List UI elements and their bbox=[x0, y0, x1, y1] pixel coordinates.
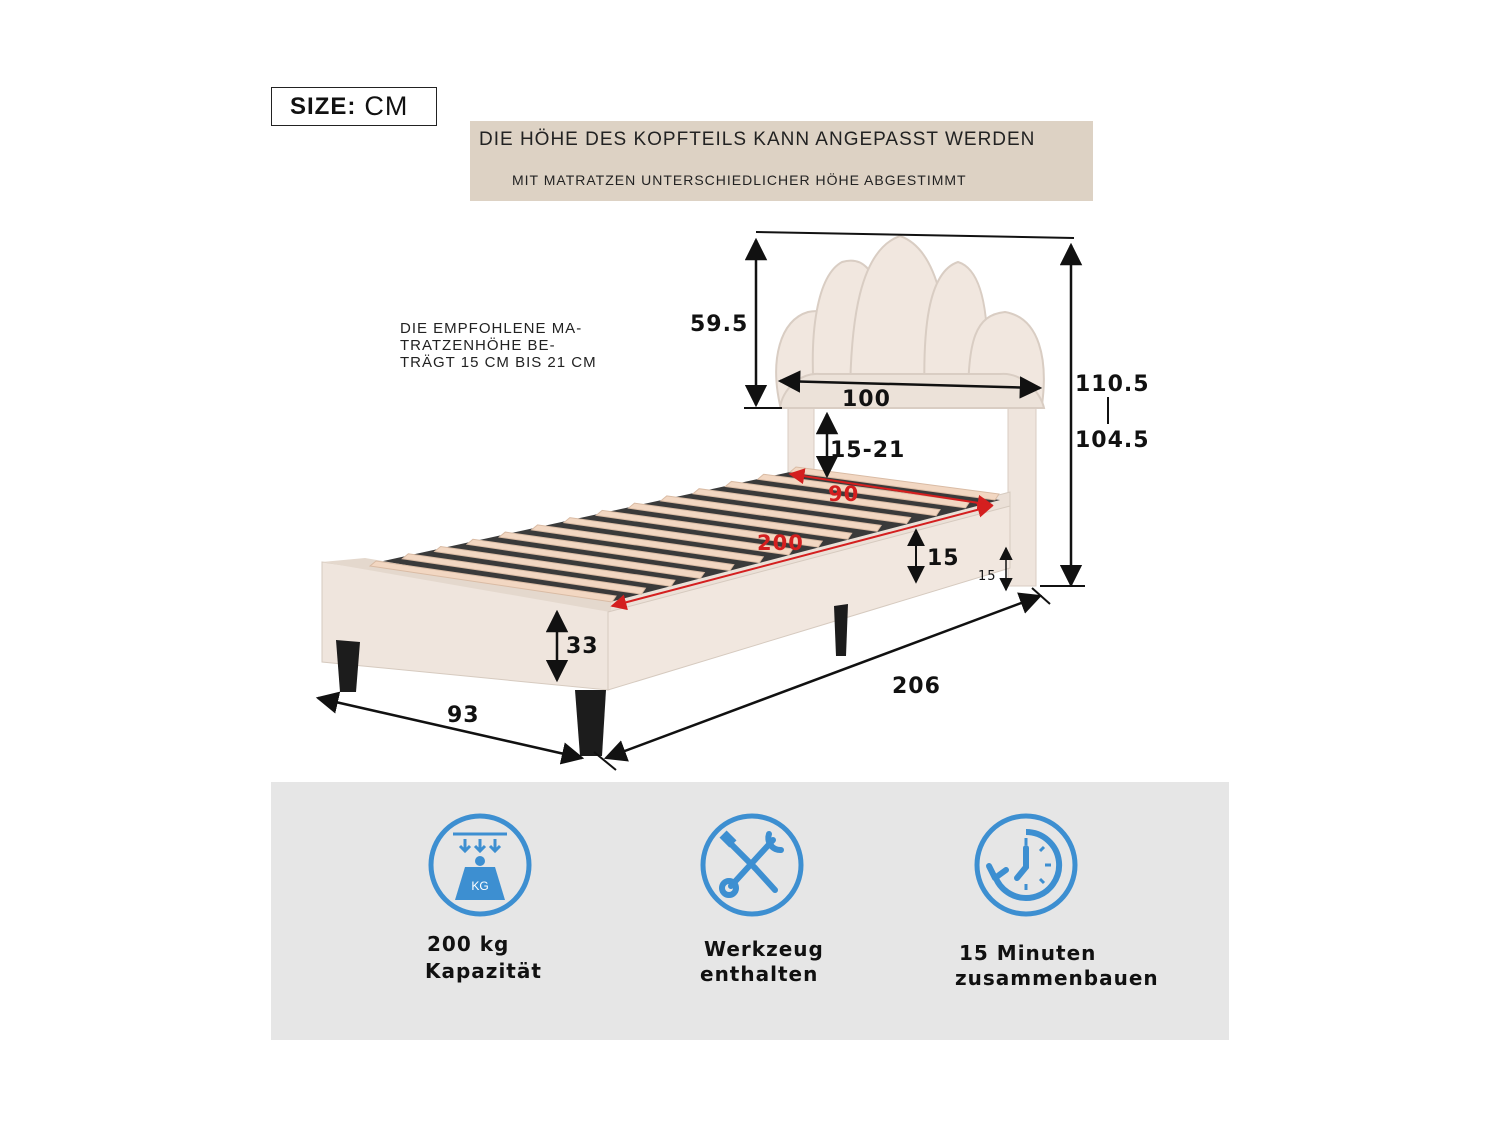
red-dimension-lines bbox=[610, 468, 994, 611]
feature-capacity: KG 200 kg Kapazität bbox=[421, 782, 661, 1040]
dim-frame-height: 33 bbox=[566, 634, 599, 659]
features-strip: KG 200 kg Kapazität Werkzeug enthalten bbox=[271, 782, 1229, 1040]
weight-kg-icon: KG bbox=[428, 813, 532, 917]
banner-subtitle: MIT MATRATZEN UNTERSCHIEDLICHER HÖHE ABG… bbox=[512, 172, 967, 188]
clock-assembly-icon bbox=[974, 813, 1078, 917]
dim-slat-length: 200 bbox=[757, 531, 804, 555]
size-label: SIZE: bbox=[290, 92, 357, 120]
dim-total-length: 206 bbox=[892, 674, 941, 699]
feature-assembly-line1: 15 Minuten bbox=[959, 941, 1097, 965]
dim-total-width: 93 bbox=[447, 703, 480, 728]
size-unit: CM bbox=[364, 91, 409, 121]
feature-capacity-line2: Kapazität bbox=[425, 959, 542, 983]
feature-tools-line1: Werkzeug bbox=[704, 937, 824, 961]
dim-leg-clearance: 15 bbox=[978, 569, 997, 584]
banner-title: DIE HÖHE DES KOPFTEILS KANN ANGEPASST WE… bbox=[479, 129, 1036, 150]
feature-assembly-line2: zusammenbauen bbox=[955, 966, 1159, 990]
bed-dimension-drawing: 59.5 100 15-21 110.5 104.5 90 200 15 15 … bbox=[315, 231, 1150, 771]
mattress-note-line: TRATZENHÖHE BE- bbox=[400, 337, 556, 354]
mattress-note-line: TRÄGT 15 CM BIS 21 CM bbox=[400, 354, 597, 371]
dim-headboard-height: 59.5 bbox=[690, 312, 748, 337]
feature-capacity-line1: 200 kg bbox=[427, 932, 510, 956]
dim-total-height-max: 110.5 bbox=[1075, 372, 1150, 397]
headboard-note-banner: DIE HÖHE DES KOPFTEILS KANN ANGEPASST WE… bbox=[470, 121, 1093, 201]
dim-headboard-width: 100 bbox=[842, 387, 891, 412]
dim-total-height-min: 104.5 bbox=[1075, 428, 1150, 453]
mattress-recommendation: DIE EMPFOHLENE MA- TRATZENHÖHE BE- TRÄGT… bbox=[400, 320, 597, 371]
dim-side-rail-height: 15 bbox=[927, 546, 960, 571]
wrench-screwdriver-icon bbox=[700, 813, 804, 917]
dimension-lines bbox=[315, 231, 1109, 771]
mattress-note-line: DIE EMPFOHLENE MA- bbox=[400, 320, 583, 337]
dim-slat-width: 90 bbox=[828, 482, 859, 506]
dim-mattress-range: 15-21 bbox=[830, 438, 905, 463]
svg-text:KG: KG bbox=[471, 879, 488, 893]
size-box: SIZE: CM bbox=[271, 87, 437, 126]
feature-tools: Werkzeug enthalten bbox=[699, 782, 939, 1040]
feature-tools-line2: enthalten bbox=[700, 962, 819, 986]
feature-assembly: 15 Minuten zusammenbauen bbox=[955, 782, 1195, 1040]
